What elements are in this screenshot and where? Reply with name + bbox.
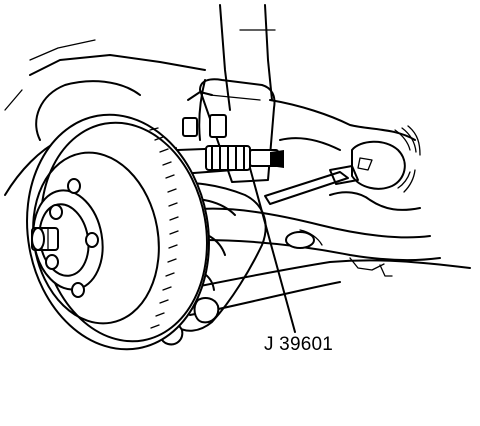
tool-callout-label: J 39601	[264, 334, 334, 355]
callout-leader-line	[249, 167, 296, 333]
wheel-hub	[31, 178, 104, 298]
special-tool	[175, 145, 284, 181]
wheel-stud	[45, 178, 99, 298]
tie-rod-assembly	[264, 125, 421, 205]
chassis-frame	[4, 4, 416, 196]
strut-mount	[182, 78, 276, 183]
